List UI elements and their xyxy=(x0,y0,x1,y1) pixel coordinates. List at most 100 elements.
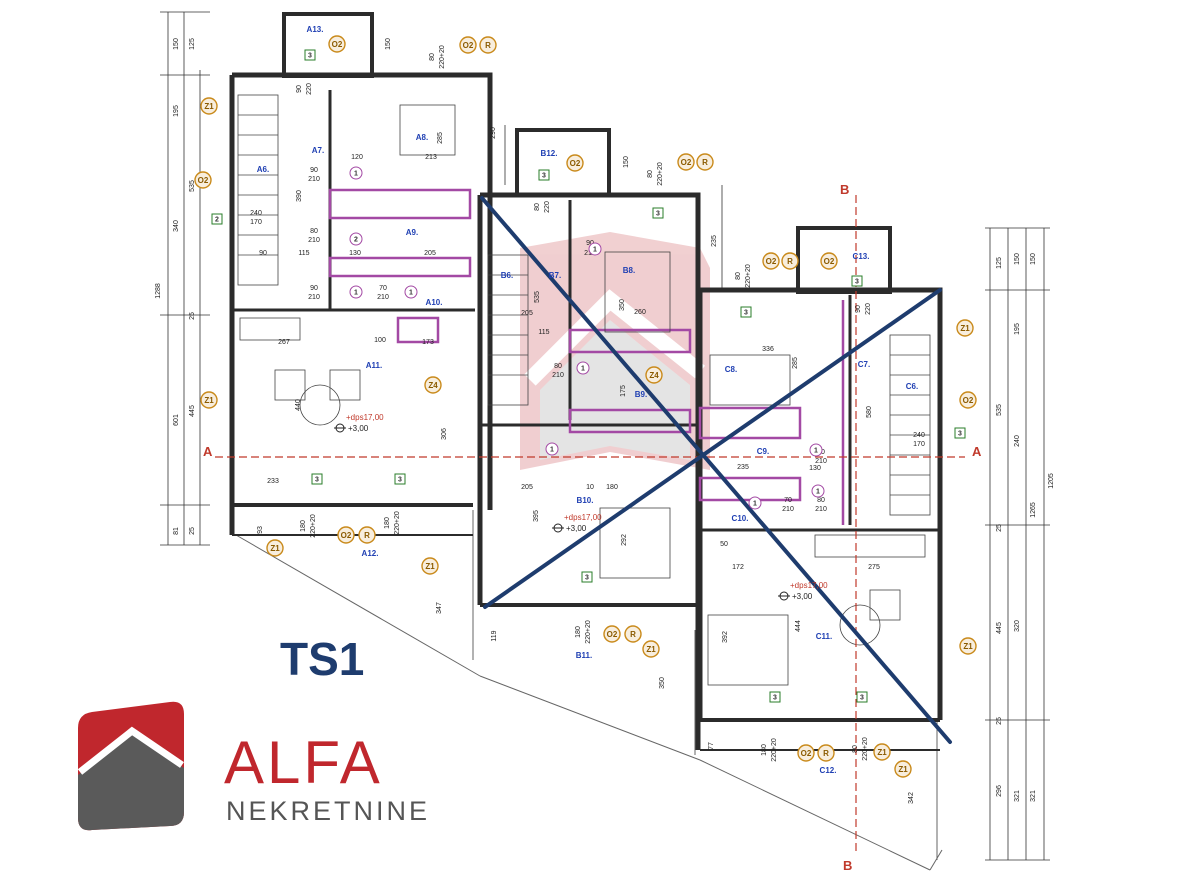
door-tag-circle xyxy=(588,242,602,256)
material-marker-text: Z1 xyxy=(646,645,656,654)
material-marker: Z1 xyxy=(421,557,439,575)
door-tag: 1 xyxy=(576,361,590,375)
material-marker: O2 xyxy=(459,36,477,54)
material-marker-text: R xyxy=(364,531,370,540)
room-label: A10. xyxy=(426,298,443,307)
dimension-label: 150 xyxy=(173,38,180,50)
material-marker-text: R xyxy=(485,41,491,50)
window-tag-text: 3 xyxy=(855,279,859,286)
dimension-label: 210 xyxy=(782,506,794,513)
material-marker-text: Z1 xyxy=(963,642,973,651)
room-label: A7. xyxy=(312,146,324,155)
dimension-label: 580 xyxy=(866,406,873,418)
dimension-label: 342 xyxy=(908,792,915,804)
material-marker-text: Z1 xyxy=(270,544,280,553)
material-marker-text: O2 xyxy=(198,176,209,185)
dimension-label: 180 xyxy=(575,626,582,638)
section-label-a-right: A xyxy=(972,444,982,459)
window-tag: 3 xyxy=(311,473,323,485)
dimension-label: 210 xyxy=(584,250,596,257)
room-label: C13. xyxy=(853,252,870,261)
window-tag-text: 3 xyxy=(398,477,402,484)
window-tag-box xyxy=(856,691,868,703)
dimension-label: 233 xyxy=(267,478,279,485)
door-tag: 1 xyxy=(811,484,825,498)
material-marker: O2 xyxy=(603,625,621,643)
material-marker-circle xyxy=(358,526,376,544)
elevation-key: +dps17,00 xyxy=(564,513,602,522)
door-tag-text: 1 xyxy=(814,448,818,455)
dimension-label: 115 xyxy=(538,329,549,336)
room-label: A12. xyxy=(362,549,379,558)
material-marker-circle xyxy=(459,36,477,54)
dimension-label: 213 xyxy=(425,154,437,161)
dimension-label: 1265 xyxy=(1030,502,1037,518)
dimension-label: 235 xyxy=(737,464,749,471)
material-marker: Z1 xyxy=(642,640,660,658)
plan-title: TS1 xyxy=(280,633,364,685)
door-tag-text: 1 xyxy=(581,366,585,373)
material-marker-circle xyxy=(781,252,799,270)
room-label: A13. xyxy=(307,25,324,34)
interior-fixtures xyxy=(237,94,931,686)
window-tag-text: 2 xyxy=(215,217,219,224)
door-tag-text: 1 xyxy=(354,171,358,178)
material-marker: Z1 xyxy=(956,319,974,337)
window-tag: 3 xyxy=(652,207,664,219)
window-tag-box xyxy=(769,691,781,703)
material-marker-text: Z4 xyxy=(649,371,659,380)
dimension-label: 90 xyxy=(296,85,303,93)
room-label: C9. xyxy=(757,447,769,456)
dimension-label: 350 xyxy=(619,299,626,311)
elevation-mark: +dps17,00+3,00 xyxy=(334,413,384,433)
dimension-label: 1288 xyxy=(155,283,162,299)
material-marker-circle xyxy=(797,744,815,762)
material-marker-circle xyxy=(696,153,714,171)
window-tag-text: 3 xyxy=(958,431,962,438)
dimension-label: 130 xyxy=(349,250,361,257)
dimension-label: 445 xyxy=(996,622,1003,634)
dimension-label: 80 xyxy=(735,272,742,280)
material-marker: R xyxy=(624,625,642,643)
dimension-label: 235 xyxy=(711,235,718,247)
section-label-b-top: B xyxy=(840,182,849,197)
material-marker-text: O2 xyxy=(570,159,581,168)
dimension-label: 220+20 xyxy=(394,511,401,535)
elevation-mark: +dps17,00 +3,00 xyxy=(552,513,602,533)
dimension-label: 275 xyxy=(868,564,880,571)
dimension-label: 535 xyxy=(996,404,1003,416)
material-marker: O2 xyxy=(194,171,212,189)
window-tag: 3 xyxy=(851,275,863,287)
dimension-label: 90 xyxy=(310,167,318,174)
room-label: C7. xyxy=(858,360,870,369)
elevation-value: +3,00 xyxy=(566,524,587,533)
room-label: B10. xyxy=(577,496,594,505)
door-tag-text: 1 xyxy=(753,501,757,508)
material-marker-circle xyxy=(956,319,974,337)
room-label: B12. xyxy=(541,149,558,158)
dimension-label: 90 xyxy=(259,250,267,257)
dimension-label: 195 xyxy=(173,105,180,117)
material-marker-circle xyxy=(642,640,660,658)
room-label: C12. xyxy=(820,766,837,775)
dimension-label: 210 xyxy=(377,294,389,301)
material-marker-text: O2 xyxy=(824,257,835,266)
material-marker-text: R xyxy=(787,257,793,266)
elevation-key: +dps17,00 xyxy=(346,413,384,422)
material-marker: Z1 xyxy=(959,637,977,655)
material-marker-circle xyxy=(624,625,642,643)
dimension-label: 601 xyxy=(173,414,180,426)
window-tag: 3 xyxy=(394,473,406,485)
dimension-label: 25 xyxy=(996,524,1003,532)
window-tag: 3 xyxy=(856,691,868,703)
dimension-label: 220+20 xyxy=(745,264,752,288)
dimension-label: 175 xyxy=(620,385,627,397)
dimension-label: 220 xyxy=(865,303,872,315)
window-tag-box xyxy=(304,49,316,61)
material-marker-circle xyxy=(817,744,835,762)
room-label: A11. xyxy=(366,361,382,370)
door-tag-text: 1 xyxy=(816,489,820,496)
material-marker: R xyxy=(358,526,376,544)
room-label: C11. xyxy=(816,632,832,641)
